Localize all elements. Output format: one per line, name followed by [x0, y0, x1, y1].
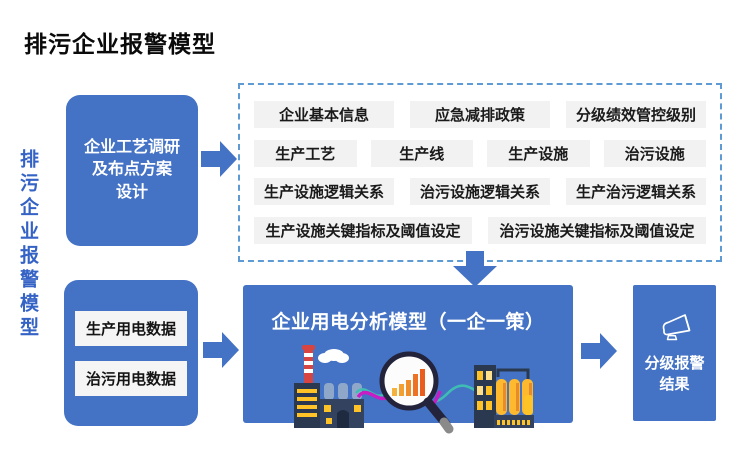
info-row: 生产工艺 生产线 生产设施 治污设施 [254, 139, 706, 167]
model-title: 企业用电分析模型（一企一策） [271, 312, 545, 333]
info-row: 生产设施逻辑关系 治污设施逻辑关系 生产治污逻辑关系 [254, 178, 706, 206]
info-item: 生产线 [370, 139, 473, 167]
info-item: 分级绩效管控级别 [566, 100, 706, 128]
industry-analysis-illustration [294, 345, 534, 434]
survey-line: 企业工艺调研 [83, 138, 180, 156]
survey-line: 及布点方案 [91, 161, 172, 179]
survey-line: 设计 [115, 183, 148, 201]
page-title: 排污企业报警模型 [24, 31, 216, 57]
info-item: 治污设施 [603, 139, 706, 167]
analysis-model-box: 企业用电分析模型（一企一策） [243, 285, 573, 434]
side-vertical-label: 排污企业报警模型 [17, 149, 38, 341]
info-row: 企业基本信息 应急减排政策 分级绩效管控级别 [254, 100, 706, 128]
data-item: 生产用电数据 [75, 310, 187, 346]
magnifier-chart-icon [355, 351, 483, 434]
info-item: 生产设施 [487, 139, 590, 167]
info-item: 治污设施逻辑关系 [410, 178, 550, 206]
info-item: 生产设施逻辑关系 [254, 178, 394, 206]
right-arrow-icon [581, 331, 617, 371]
enterprise-info-panel: 企业基本信息 应急减排政策 分级绩效管控级别 生产工艺 生产线 生产设施 治污设… [238, 83, 722, 262]
info-item: 生产工艺 [254, 139, 357, 167]
result-line: 分级报警 [644, 355, 705, 373]
electricity-data-box: 生产用电数据 治污用电数据 [64, 280, 198, 426]
result-label: 分级报警 结果 [644, 354, 704, 395]
data-item: 治污用电数据 [75, 360, 187, 396]
factory-icon [294, 345, 364, 428]
info-item: 治污设施关键指标及阈值设定 [488, 217, 706, 245]
info-item: 生产设施关键指标及阈值设定 [254, 217, 472, 245]
result-line: 结果 [659, 375, 690, 393]
down-arrow-icon [453, 251, 497, 287]
info-item: 企业基本信息 [254, 100, 394, 128]
survey-design-box: 企业工艺调研 及布点方案 设计 [66, 95, 198, 246]
info-item: 应急减排政策 [410, 100, 550, 128]
right-arrow-icon [203, 330, 239, 370]
info-item: 生产治污逻辑关系 [566, 178, 706, 206]
alarm-result-box: 分级报警 结果 [633, 285, 716, 421]
info-row: 生产设施关键指标及阈值设定 治污设施关键指标及阈值设定 [254, 217, 706, 245]
megaphone-icon [662, 314, 690, 341]
right-arrow-icon [201, 139, 237, 179]
plant-tanks-icon [474, 365, 534, 428]
